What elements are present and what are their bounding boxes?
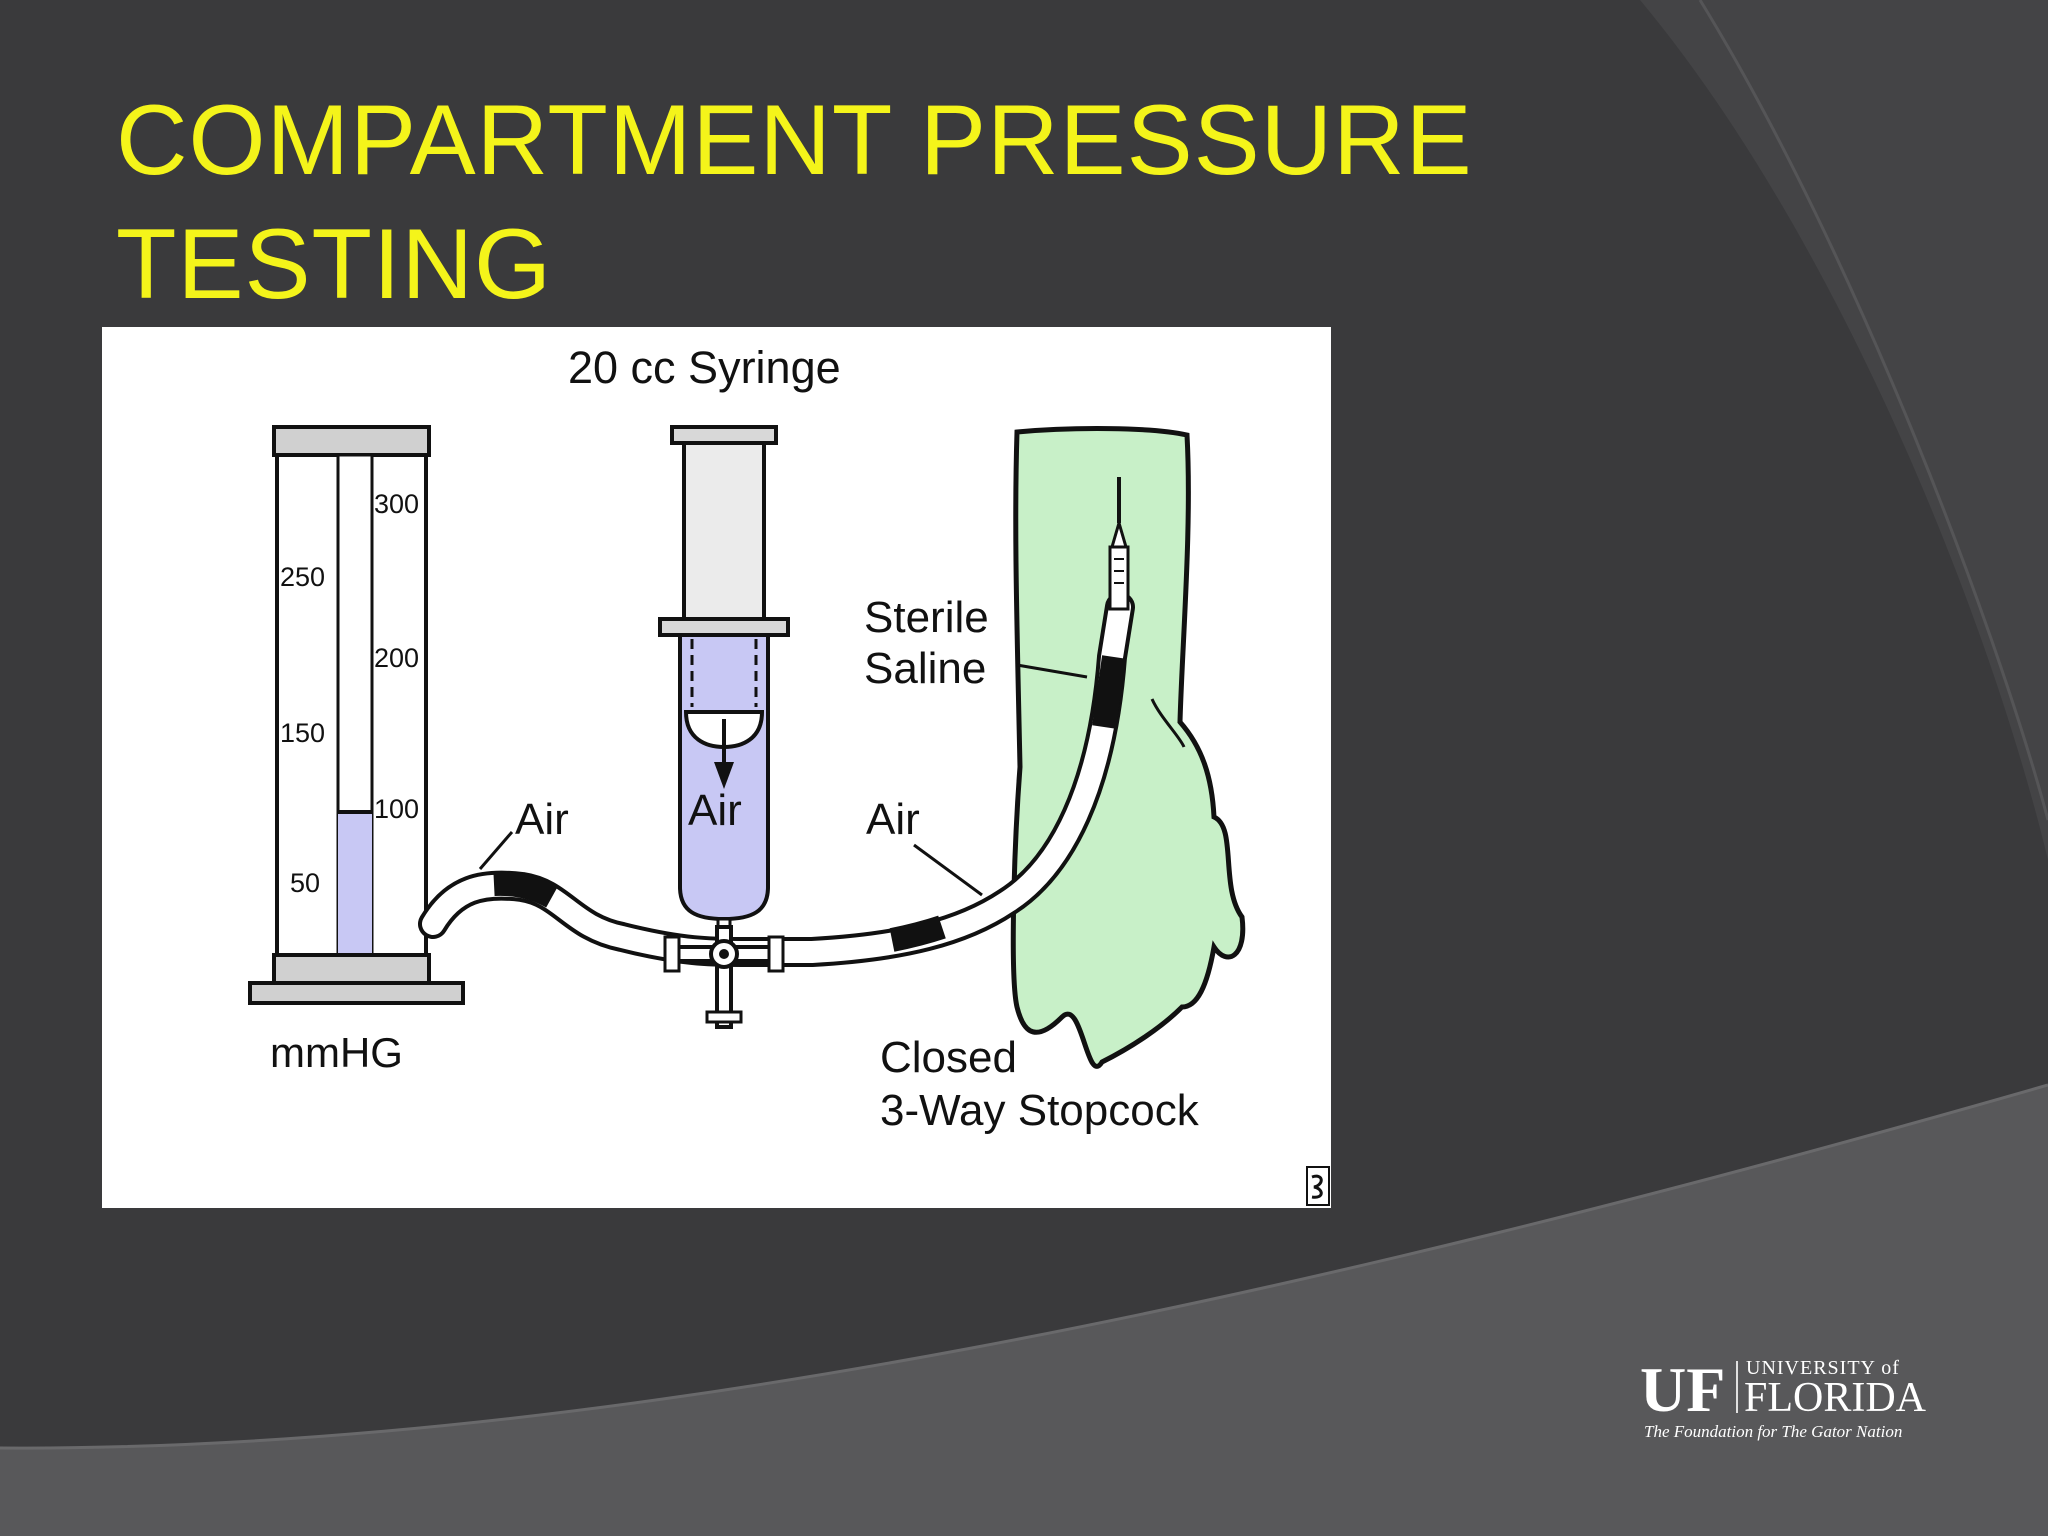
arm-illustration (1010, 426, 1246, 1069)
scale-label-300: 300 (374, 489, 419, 519)
slide-title-line-2: TESTING (116, 208, 553, 319)
logo-university-of: UNIVERSITY of (1746, 1357, 1900, 1379)
background-arc-edge (0, 1083, 2048, 1450)
manometer-base (248, 981, 465, 1005)
sterile-saline-label-line-2: Saline (864, 644, 986, 693)
diagram-illustration: 250 150 50 300 200 100 mmHG (248, 342, 1330, 1206)
sterile-saline-label-line-1: Sterile (864, 593, 989, 642)
scale-label-200: 200 (374, 643, 419, 673)
air-left-pointer (478, 831, 514, 870)
scale-label-50: 50 (290, 868, 320, 898)
stopcock-label-line-1: Closed (880, 1033, 1017, 1082)
stopcock-label-line-2: 3-Way Stopcock (880, 1086, 1200, 1135)
syringe-label: 20 cc Syringe (568, 342, 841, 393)
saline-slug-needle (1092, 655, 1126, 729)
uf-logo-mark: UF (1640, 1354, 1725, 1425)
air-label-right: Air (866, 795, 920, 844)
slide-title-line-1: COMPARTMENT PRESSURE (116, 84, 1473, 195)
scale-label-150: 150 (280, 718, 325, 748)
syringe-plunger-cap (670, 425, 778, 445)
logo-florida: FLORIDA (1744, 1375, 1927, 1421)
scale-label-250: 250 (280, 562, 325, 592)
air-label-left: Air (515, 795, 569, 844)
syringe (658, 425, 790, 951)
background-arc-upper (1640, 0, 2048, 860)
scale-label-100: 100 (374, 794, 419, 824)
slide-title: COMPARTMENT PRESSURE TESTING (116, 78, 1616, 326)
syringe-arrow (714, 762, 734, 789)
air-right-pointer (913, 843, 983, 897)
air-label-syringe: Air (688, 786, 742, 835)
compartment-pressure-diagram: 250 150 50 300 200 100 mmHG (102, 327, 1331, 1208)
background-arc-line (1698, 0, 2048, 821)
manometer: 250 150 50 300 200 100 mmHG (248, 425, 465, 1076)
saline-pointer (1016, 663, 1088, 679)
mmhg-label: mmHG (270, 1029, 403, 1076)
saline-slug-left (493, 871, 558, 908)
saline-slug-right (889, 915, 946, 952)
university-of-florida-logo: UF UNIVERSITY of FLORIDA The Foundation … (1640, 1354, 1927, 1441)
stopcock (663, 925, 785, 1029)
needle (1108, 477, 1130, 611)
background-arc-lower (0, 1085, 2048, 1536)
logo-tagline: The Foundation for The Gator Nation (1644, 1422, 1902, 1441)
